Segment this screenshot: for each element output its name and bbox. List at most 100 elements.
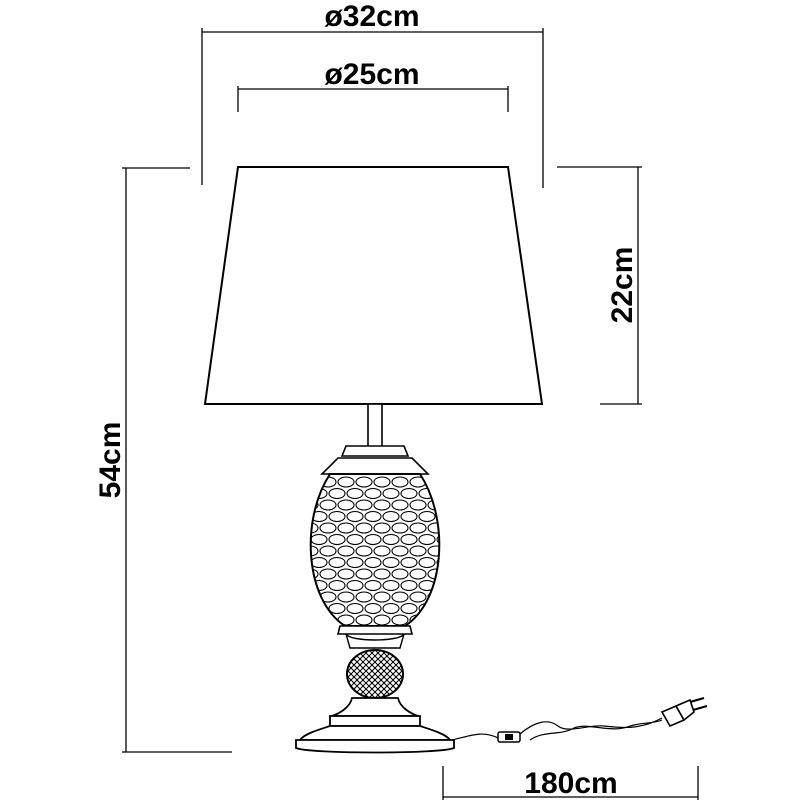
scale-cell [328, 556, 346, 569]
scale-cell [310, 614, 319, 626]
scale-cell [418, 556, 436, 569]
outer-diameter-label: ø32cm [324, 0, 419, 33]
cord-segment-1 [451, 733, 499, 741]
scale-cell [409, 522, 427, 534]
scale-cell [446, 615, 462, 625]
scale-cell [446, 592, 462, 602]
scale-cell [310, 533, 328, 546]
scale-cell [409, 568, 427, 580]
scale-cell [364, 533, 382, 546]
base-foot-neck [331, 697, 419, 717]
cord-segment-2 [519, 717, 663, 735]
scale-cell [319, 499, 337, 511]
base-flare [298, 725, 452, 741]
scale-cell [373, 522, 391, 534]
scale-cell [400, 533, 418, 546]
scale-cell [436, 487, 440, 500]
switch-icon [497, 731, 521, 743]
lattice-line [405, 644, 465, 704]
scale-cell [364, 487, 382, 500]
scale-cell [310, 522, 319, 534]
scale-cell [355, 614, 373, 626]
lattice-line [398, 650, 403, 698]
scale-cell [455, 581, 471, 591]
scale-cell [373, 499, 391, 511]
stem-collar [340, 445, 410, 457]
scale-cell [364, 510, 382, 523]
scale-cell [409, 545, 427, 557]
scale-cell [436, 533, 440, 546]
scale-cell [382, 556, 400, 569]
shade-height-label: 22cm [606, 247, 639, 324]
scale-cell [337, 568, 355, 580]
scale-cell [391, 614, 409, 626]
scale-cell [382, 602, 400, 615]
scale-cell [328, 533, 346, 546]
lattice-line [368, 650, 403, 698]
scale-cell [382, 533, 400, 546]
inner-diameter-label: ø25cm [324, 58, 419, 91]
lattice-line [347, 650, 388, 698]
scale-cell [436, 510, 440, 523]
scale-cell [409, 591, 427, 603]
cord-segment-3 [529, 719, 663, 741]
scale-cell [382, 487, 400, 500]
scale-cell [446, 523, 462, 533]
scale-cell [328, 510, 346, 523]
scale-cell [455, 512, 471, 522]
scale-cell [310, 591, 319, 603]
scale-cell [373, 591, 391, 603]
lattice-line [398, 650, 403, 698]
lattice-line [347, 650, 352, 698]
scale-cell [355, 545, 373, 557]
scale-cell [364, 556, 382, 569]
scale-cell [427, 614, 440, 626]
scale-cell [382, 510, 400, 523]
scale-cell [391, 476, 409, 488]
scale-cell [364, 579, 382, 592]
scale-cell [373, 568, 391, 580]
lattice-line [347, 650, 376, 698]
scale-cell [346, 556, 364, 569]
scale-cell [446, 569, 462, 579]
body-lower-ring [336, 625, 414, 635]
scale-cell [319, 522, 337, 534]
scale-cell [337, 545, 355, 557]
scale-cell [427, 522, 440, 534]
scale-cell [455, 604, 471, 614]
scale-cell [310, 499, 319, 511]
scale-cell [391, 591, 409, 603]
body-neck [320, 457, 430, 475]
scale-cell [346, 579, 364, 592]
scale-cell [400, 556, 418, 569]
lattice-line [347, 650, 352, 698]
scale-cell [373, 614, 391, 626]
scale-cell [364, 602, 382, 615]
scale-cell [400, 510, 418, 523]
scale-cell [346, 533, 364, 546]
scale-cell [346, 510, 364, 523]
scale-cell [409, 499, 427, 511]
scale-cell [400, 602, 418, 615]
scale-cell [427, 545, 440, 557]
scale-cell [355, 591, 373, 603]
lamp-stem [340, 403, 410, 457]
scale-cell [328, 579, 346, 592]
scale-cell [382, 579, 400, 592]
scale-cell [436, 579, 440, 592]
lattice-line [374, 650, 403, 698]
scale-cell [346, 487, 364, 500]
lattice-line [356, 650, 403, 698]
scale-cell [310, 568, 319, 580]
scale-cell [455, 535, 471, 545]
scale-cell [446, 477, 462, 487]
scale-cell [446, 546, 462, 556]
scale-cell [391, 499, 409, 511]
scale-cell [418, 533, 436, 546]
scale-cell [391, 545, 409, 557]
power-cord [451, 717, 663, 741]
scale-cell [337, 499, 355, 511]
plug-icon [660, 697, 708, 728]
